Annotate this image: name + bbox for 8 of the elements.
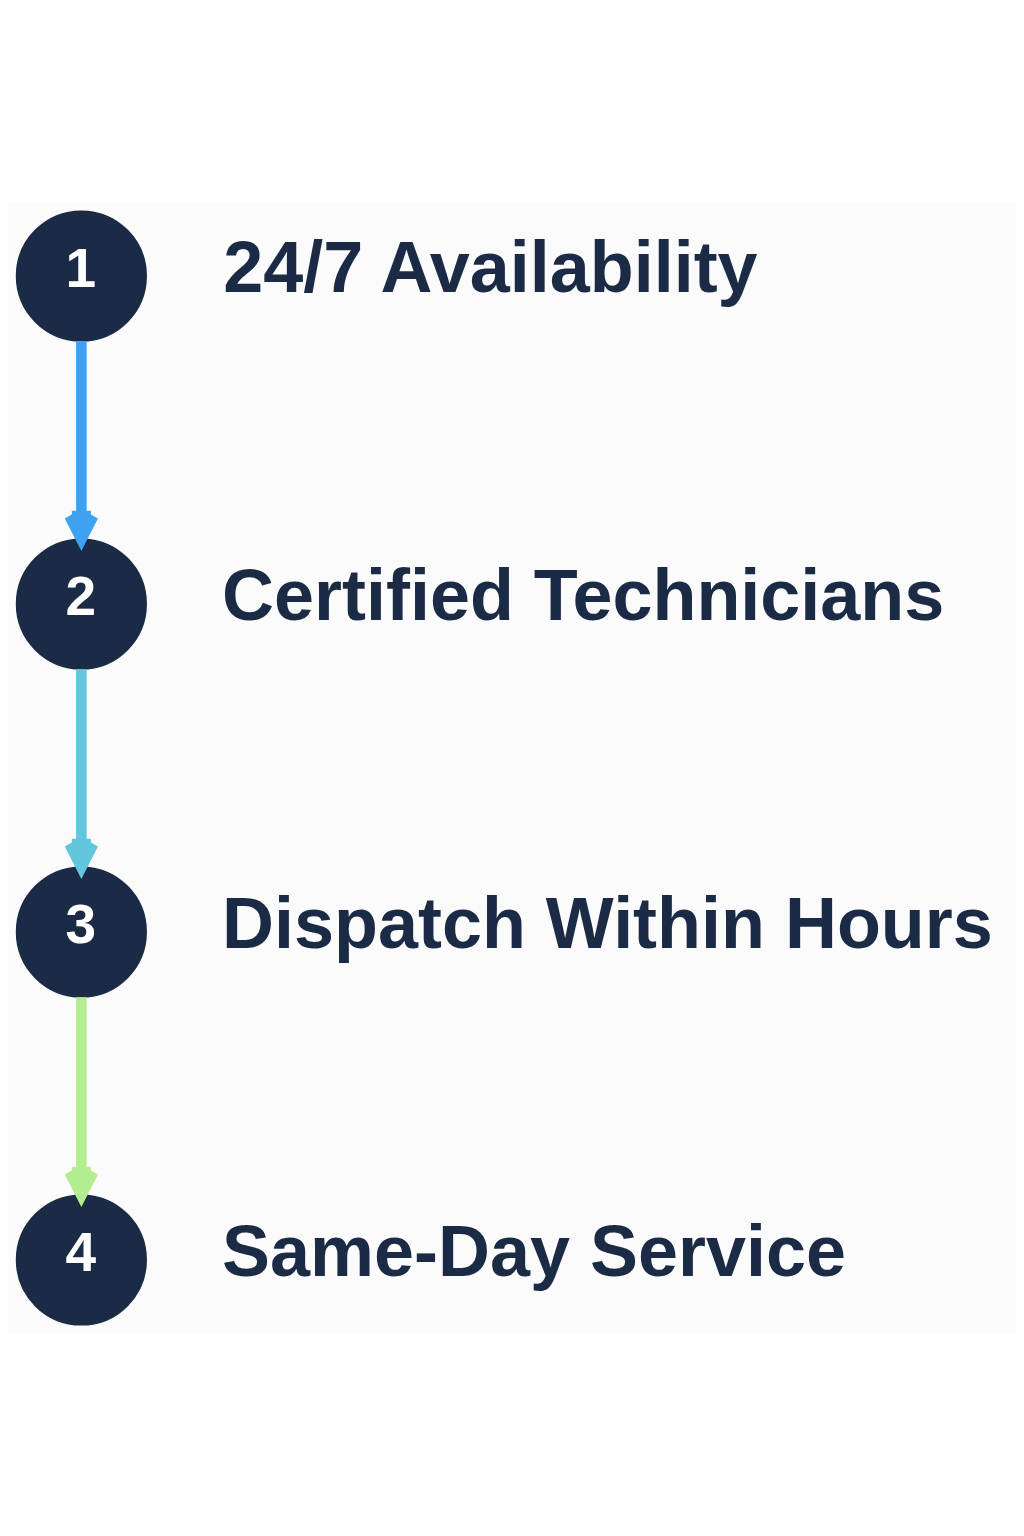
- node-label: Same-Day Service: [222, 1211, 846, 1292]
- node-circle: 3: [15, 866, 147, 998]
- node-label: Certified Technicians: [222, 555, 945, 636]
- node-circle: 2: [15, 538, 147, 670]
- node-label: 24/7 Availability: [223, 227, 758, 308]
- node-circle: 1: [15, 210, 147, 342]
- node-label: Dispatch Within Hours: [222, 883, 993, 964]
- node-circle: 4: [15, 1194, 147, 1326]
